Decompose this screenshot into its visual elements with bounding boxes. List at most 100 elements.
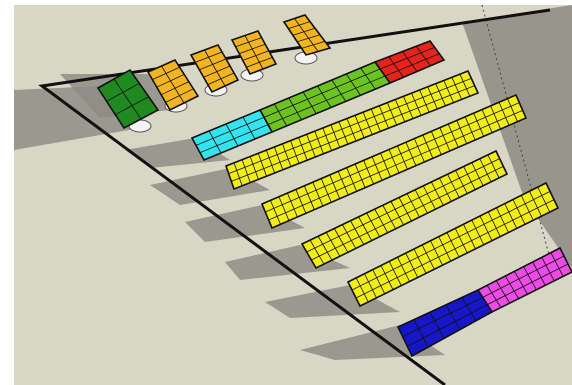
yellow-row-5-grid-line xyxy=(479,215,493,241)
tracker-panel-orange-4-grid-line xyxy=(294,18,319,52)
yellow-row-4-grid-line xyxy=(358,216,373,241)
yellow-row-4-grid-line xyxy=(414,189,428,214)
solar-panels xyxy=(96,14,572,358)
yellow-row-5-grid-line xyxy=(446,232,460,258)
row6-blue-segment xyxy=(396,288,494,358)
yellow-row-5-grid-line xyxy=(537,186,551,213)
site-boundary xyxy=(38,8,551,385)
yellow-row-2-grid-line xyxy=(370,108,381,132)
yellow-row-2-grid-line xyxy=(314,131,324,154)
yellow-row-2-grid-line xyxy=(282,143,292,167)
tracker-panel-orange-1-grid-line xyxy=(156,74,185,88)
tracker-panel-orange-2-grid-line xyxy=(195,51,223,63)
row1-green-segment-grid-line xyxy=(267,75,386,126)
tracker-panel-orange-2 xyxy=(189,44,240,94)
row1-cyan-segment-grid-line xyxy=(242,116,256,140)
tracker-panel-orange-4 xyxy=(282,14,332,56)
yellow-row-2-grid-line xyxy=(411,93,422,116)
yellow-row-5-grid-line xyxy=(355,277,369,303)
yellow-row-3-grid-line xyxy=(363,160,374,185)
row1-green-segment-grid-line xyxy=(345,73,361,96)
tracker-panel-orange-1-grid-line xyxy=(161,81,189,96)
yellow-row-2-grid-line xyxy=(451,77,463,100)
yellow-row-5-grid-line xyxy=(463,224,476,250)
tracker-panel-orange-2-grid-line xyxy=(207,72,235,85)
yellow-row-5 xyxy=(346,181,560,308)
yellow-row-2-grid-line xyxy=(231,85,475,182)
yellow-row-4-grid-line xyxy=(374,208,388,233)
row1-green-segment-grid-line xyxy=(360,67,376,90)
yellow-row-5-grid-line xyxy=(421,244,435,270)
yellow-row-4-grid-line xyxy=(463,166,476,190)
yellow-row-2-grid-line xyxy=(346,118,357,142)
row6-magenta-segment-grid-line xyxy=(550,252,564,277)
yellow-row-5-grid-line xyxy=(355,199,555,299)
yellow-row-3-grid-line xyxy=(490,105,501,130)
tracker-panel-orange-3-grid-line xyxy=(239,43,266,54)
tracker-panel-green-grid-line xyxy=(113,78,142,120)
yellow-row-5-grid-line xyxy=(380,265,394,290)
tracker-panel-orange-4-grid-line xyxy=(301,41,326,49)
row1-green-segment-grid-line xyxy=(288,97,302,120)
yellow-row-5-grid-line xyxy=(405,252,419,278)
yellow-row-3-grid-line xyxy=(456,120,468,144)
tracker-panel-orange-1-grid-line xyxy=(161,65,185,104)
yellow-row-4-grid-line xyxy=(390,201,404,226)
row1-green-segment-grid-line xyxy=(331,79,347,102)
yellow-row-2-grid-line xyxy=(306,134,316,158)
row1-cyan-segment-grid-line xyxy=(208,130,222,154)
tracker-panel-orange-3-grid-line xyxy=(246,57,273,68)
yellow-row-5-grid-line xyxy=(388,261,402,286)
yellow-row-3-grid-line xyxy=(371,156,383,181)
yellow-row-5-grid-line xyxy=(487,211,501,237)
yellow-row-4-grid-line xyxy=(325,232,341,257)
row1-green-segment-grid-line xyxy=(302,91,317,114)
tracker-panel-green-grid-line xyxy=(106,82,140,102)
yellow-row-2 xyxy=(224,69,480,191)
tracker-panel-orange-3-grid-line xyxy=(235,37,262,48)
yellow-row-4-grid-line xyxy=(455,170,468,194)
yellow-row-5-grid-line xyxy=(512,199,526,225)
top-margin xyxy=(0,0,572,5)
yellow-row-3-grid-line xyxy=(346,167,358,192)
yellow-row-2-grid-line xyxy=(257,153,267,177)
yellow-row-5-grid-line xyxy=(364,273,377,299)
tracker-panel-orange-4-grid-line xyxy=(288,21,311,29)
yellow-row-2-grid-line xyxy=(354,115,365,138)
yellow-row-3 xyxy=(260,93,528,230)
yellow-row-4-grid-line xyxy=(479,158,492,183)
row6-magenta-segment-grid-line xyxy=(504,275,520,299)
tracker-panel-orange-3-grid-line xyxy=(244,35,264,70)
row6-blue-segment-grid-line xyxy=(407,304,488,347)
row1-green-segment-grid-line xyxy=(263,68,381,118)
yellow-row-2-grid-line xyxy=(362,112,373,135)
yellow-row-5-grid-line xyxy=(529,191,542,217)
yellow-row-2-grid-line xyxy=(443,80,454,103)
yellow-row-3-grid-line xyxy=(397,145,408,170)
row6-magenta-segment-grid-line xyxy=(495,280,511,304)
tracker-panel-orange-4-surface xyxy=(282,14,332,56)
yellow-row-4-grid-line xyxy=(398,197,412,222)
row1-cyan-segment xyxy=(190,108,274,162)
yellow-row-3-grid-line xyxy=(430,131,442,155)
yellow-row-2-grid-line xyxy=(338,121,349,145)
yellow-row-3-grid-line xyxy=(422,134,434,159)
yellow-row-2-grid-line xyxy=(459,74,471,97)
yellow-row-2-grid-line xyxy=(395,99,406,122)
yellow-row-5-grid-line xyxy=(413,248,427,274)
yellow-row-4-grid-line xyxy=(430,181,444,206)
tracker-panel-orange-1-grid-line xyxy=(152,66,180,80)
yellow-row-4-grid-line xyxy=(439,177,452,202)
yellow-row-5-grid-line xyxy=(520,195,534,221)
row6-blue-segment-grid-line xyxy=(429,312,445,339)
yellow-row-5-grid-line xyxy=(496,207,509,233)
tracker-panel-orange-4-grid-line xyxy=(292,27,316,36)
yellow-row-4-grid-line xyxy=(382,205,396,230)
tracker-panel-orange-3 xyxy=(230,30,278,76)
yellow-row-5-grid-line xyxy=(454,228,468,254)
yellow-row-2-grid-line xyxy=(322,127,332,151)
row6-magenta-segment-grid-line xyxy=(523,266,537,290)
yellow-row-5-grid-line xyxy=(430,240,443,266)
